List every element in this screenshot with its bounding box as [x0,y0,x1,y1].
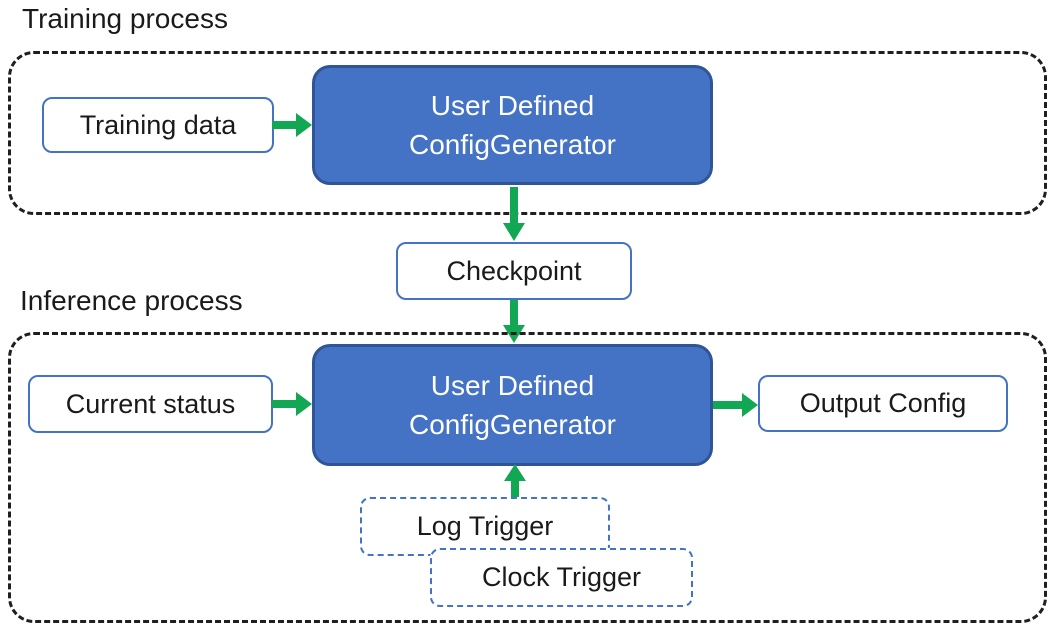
inference-generator-line1: User Defined [430,370,595,401]
current-status-label: Current status [65,388,236,419]
training-data-to-generator-arrow [272,110,312,140]
clock-trigger-box: Clock Trigger [430,548,693,607]
trigger-to-generator-arrow [500,464,530,498]
training-generator-line2: ConfigGenerator [408,129,616,160]
clock-trigger-label: Clock Trigger [481,562,642,592]
generator-to-output-arrow [713,390,758,420]
current-status-to-generator-arrow [272,389,312,419]
output-config-label: Output Config [799,388,967,418]
training-data-label: Training data [79,109,237,140]
checkpoint-box: Checkpoint [396,242,632,300]
training-data-box: Training data [42,97,274,153]
output-config-box: Output Config [758,375,1008,432]
training-container [8,51,1047,215]
checkpoint-label: Checkpoint [446,255,582,286]
current-status-box: Current status [28,375,273,433]
training-generator-line1: User Defined [430,90,595,121]
inference-generator-line2: ConfigGenerator [408,409,616,440]
inference-generator-box: User Defined ConfigGenerator [312,344,713,466]
inference-process-label: Inference process [20,285,243,316]
generator-to-checkpoint-arrow [499,187,529,241]
training-process-label: Training process [22,3,228,34]
log-trigger-box: Log Trigger [360,497,610,556]
log-trigger-label: Log Trigger [416,511,554,541]
inference-container [8,332,1047,623]
training-generator-box: User Defined ConfigGenerator [312,65,713,185]
